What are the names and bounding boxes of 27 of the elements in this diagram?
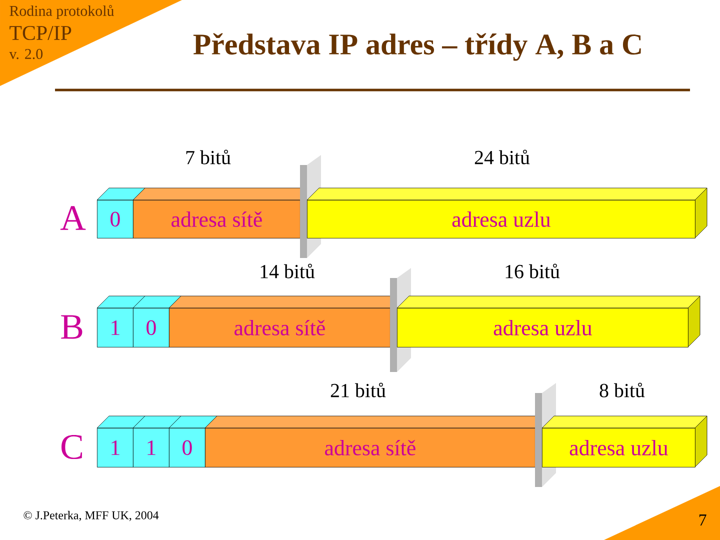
host-field: adresa uzlu xyxy=(306,188,708,238)
host-field: adresa uzlu xyxy=(542,416,708,468)
slide-title: Představa IP adres – třídy A, B a C xyxy=(193,33,641,61)
copyright-note: © J.Peterka, MFF UK, 2004 xyxy=(24,510,159,522)
bit-cell: 1 xyxy=(96,296,146,348)
bit-cell: 0 xyxy=(132,296,182,348)
bit-cell: 1 xyxy=(132,416,182,468)
page-number: 7 xyxy=(699,514,706,526)
class-letter: A xyxy=(60,206,86,230)
bit-count-label: 21 bitů xyxy=(330,382,386,398)
class-letter: C xyxy=(62,434,82,460)
network-field: adresa sítě xyxy=(132,188,312,238)
bit-count-label: 16 bitů xyxy=(506,264,560,278)
bit-count-label: 14 bitů xyxy=(260,264,315,278)
network-field: adresa sítě xyxy=(204,416,548,468)
host-field: adresa uzlu xyxy=(396,296,700,348)
bit-cell: 1 xyxy=(96,416,146,468)
corner-text: Rodina protokolů xyxy=(10,5,114,19)
corner-text: TCP/IP xyxy=(10,26,72,40)
corner-text: v. 2.0 xyxy=(9,48,43,60)
bit-cell: 0 xyxy=(96,188,146,238)
bit-count-label: 7 bitů xyxy=(186,150,231,164)
bit-cell: 0 xyxy=(168,416,218,468)
class-letter: B xyxy=(61,315,82,339)
bit-count-label: 24 bitů xyxy=(474,150,530,164)
network-field: adresa sítě xyxy=(168,296,402,348)
bit-count-label: 8 bitů xyxy=(600,382,645,398)
